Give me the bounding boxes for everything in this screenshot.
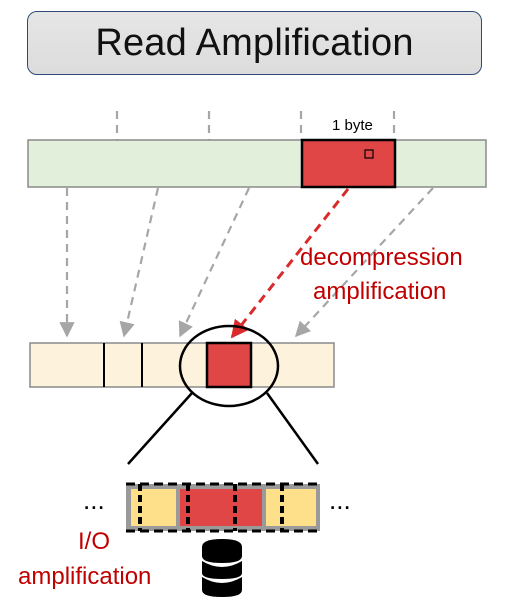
decompression-label-line1: decompression — [300, 244, 463, 271]
io-label-line1: I/O — [78, 528, 110, 555]
ellipsis-left: ... — [83, 485, 105, 515]
decompression-arrow — [230, 188, 350, 339]
database-icon — [202, 539, 242, 597]
zoom-ellipse — [178, 324, 280, 408]
mapping-arrow-2 — [119, 187, 160, 338]
disk-block-2 — [180, 489, 262, 526]
one-byte-label: 1 byte — [332, 117, 373, 134]
zoom-line-left — [127, 392, 193, 465]
mapping-arrow-3 — [178, 187, 250, 338]
decompressed-block-bar — [27, 139, 487, 188]
title-box: Read Amplification — [27, 11, 482, 75]
ellipsis-right: ... — [329, 485, 351, 515]
decompression-label-line2: amplification — [313, 278, 446, 305]
block-mapping-arrows — [59, 187, 434, 338]
disk-block-3 — [266, 489, 316, 526]
mapping-arrow-4 — [294, 187, 434, 338]
diagram-title: Read Amplification — [95, 21, 414, 64]
target-decompressed-block — [300, 138, 397, 189]
disk-block-1 — [131, 489, 176, 526]
zoom-line-right — [265, 392, 320, 465]
compressed-block-dividers — [103, 343, 143, 387]
top-block-boundaries — [115, 111, 396, 140]
target-compressed-block — [205, 341, 253, 389]
io-label-line2: amplification — [18, 563, 151, 590]
disk-block-strip — [126, 482, 320, 533]
one-byte-marker — [364, 149, 374, 159]
